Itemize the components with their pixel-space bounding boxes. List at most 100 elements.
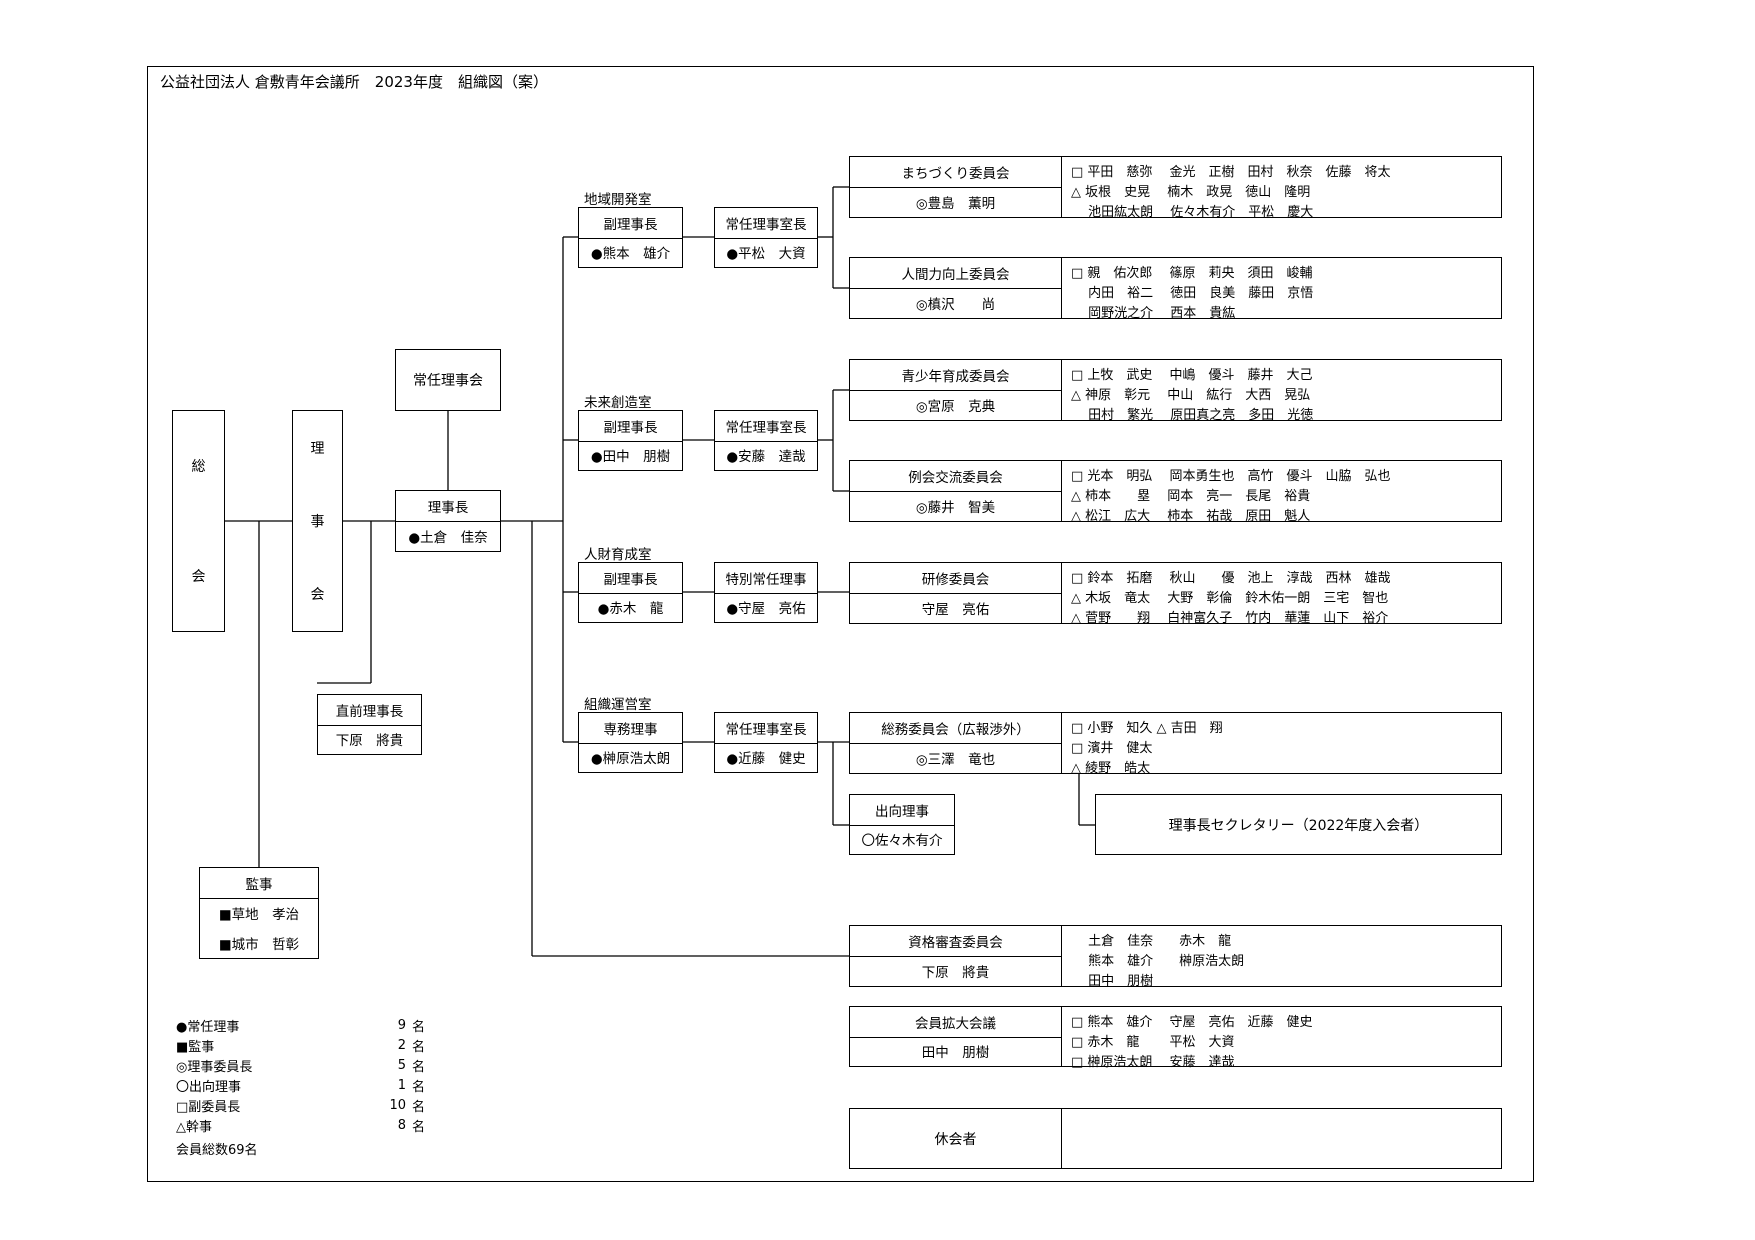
committee-kakudai: 会員拡大会議 田中 朋樹 □ 熊本 雄介 守屋 亮佑 近藤 健史 □ 赤木 龍 … — [849, 1006, 1502, 1070]
soukai-box: 総 会 — [172, 410, 225, 632]
legend-row: ■監事 2 名 — [176, 1035, 425, 1055]
committee-members: □ 小野 知久 △ 吉田 翔 □ 濱井 健太 △ 綾野 皓太 — [1071, 716, 1497, 776]
page-frame — [147, 66, 1534, 1182]
legend-unit: 名 — [412, 1039, 426, 1055]
vice-president-box: 副理事長 ●熊本 雄介 — [578, 207, 683, 268]
vp-role: 副理事長 — [579, 208, 682, 239]
legend-label: ◎理事委員長 — [176, 1059, 253, 1075]
joninrijikai-box: 常任理事会 — [395, 349, 501, 411]
committee-chair: 守屋 亮佑 — [921, 602, 990, 618]
committee-members: □ 鈴本 拓磨 秋山 優 池上 淳哉 西林 雄哉 △ 木坂 竜太 大野 彰倫 鈴… — [1071, 566, 1497, 626]
member-row: □ 榊原浩太朗 安藤 達哉 — [1071, 1054, 1235, 1070]
manager-name: ●守屋 亮佑 — [726, 601, 806, 618]
member-row: 田村 繁光 原田真之亮 多田 光徳 — [1071, 407, 1314, 423]
legend-count: 8 — [397, 1117, 406, 1133]
joninrijikai-label: 常任理事会 — [413, 373, 483, 389]
legend-label: ■監事 — [176, 1039, 215, 1055]
legend: ●常任理事 9 名 ■監事 2 名 ◎理事委員長 5 名 〇出向理事 1 名 □… — [176, 1015, 425, 1158]
manager-role: 特別常任理事 — [715, 563, 817, 594]
legend-label: □副委員長 — [176, 1099, 241, 1115]
soukai-char: 会 — [191, 569, 206, 585]
shukko-box: 出向理事 〇佐々木有介 — [849, 794, 955, 855]
member-row: △ 菅野 翔 白神富久子 竹内 華蓮 山下 裕介 — [1071, 610, 1389, 626]
shukko-name: 〇佐々木有介 — [861, 833, 943, 850]
committee-chair: 田中 朋樹 — [921, 1045, 990, 1062]
member-row: 岡野洸之介 西本 貴紘 — [1071, 305, 1236, 321]
rijicho-name: ●土倉 佳奈 — [408, 530, 488, 546]
member-row: 土倉 佳奈 赤木 龍 — [1071, 933, 1232, 949]
senmu-box: 専務理事 ●榊原浩太朗 — [578, 712, 683, 773]
rijikai-box: 理 事 会 — [292, 410, 343, 632]
manager-name: ●平松 大資 — [726, 246, 806, 263]
legend-count: 10 — [389, 1097, 406, 1113]
committee-chair: ◎藤井 智美 — [915, 500, 996, 516]
vice-president-box: 副理事長 ●田中 朋樹 — [578, 410, 683, 471]
member-row: 田中 朋樹 — [1071, 973, 1154, 989]
legend-count: 1 — [397, 1077, 406, 1093]
rijikai-char: 事 — [310, 513, 325, 530]
room-manager-box: 常任理事室長 ●平松 大資 — [714, 207, 818, 268]
vp-role: 専務理事 — [579, 713, 682, 744]
legend-count: 2 — [397, 1037, 406, 1053]
rijikai-char: 会 — [310, 587, 325, 604]
member-row: □ 上牧 武史 中嶋 優斗 藤井 大己 — [1071, 367, 1313, 383]
committee-name: まちづくり委員会 — [850, 157, 1061, 188]
secretary-label: 理事長セクレタリー（2022年度入会者） — [1168, 817, 1429, 834]
vp-role: 副理事長 — [579, 563, 682, 594]
committee-ningenryoku: 人間力向上委員会 ◎槙沢 尚 □ 親 佑次郎 篠原 莉央 須田 峻輔 内田 裕二… — [849, 257, 1502, 321]
committee-chair: 下原 將貴 — [921, 965, 990, 981]
member-row: □ 熊本 雄介 守屋 亮佑 近藤 健史 — [1071, 1014, 1313, 1030]
legend-row: □副委員長 10 名 — [176, 1095, 425, 1115]
chokuzen-name: 下原 將貴 — [335, 733, 404, 750]
room-manager-box: 常任理事室長 ●近藤 健史 — [714, 712, 818, 773]
committee-chair: ◎宮原 克典 — [915, 399, 996, 415]
soukai-char: 総 — [191, 459, 206, 475]
committee-kenshu: 研修委員会 守屋 亮佑 □ 鈴本 拓磨 秋山 優 池上 淳哉 西林 雄哉 △ 木… — [849, 562, 1502, 626]
legend-unit: 名 — [412, 1019, 426, 1035]
legend-unit: 名 — [412, 1079, 426, 1095]
legend-count: 9 — [397, 1017, 406, 1033]
member-row: 内田 裕二 徳田 良美 藤田 京悟 — [1071, 285, 1314, 301]
committee-seishonen: 青少年育成委員会 ◎宮原 克典 □ 上牧 武史 中嶋 優斗 藤井 大己 △ 神原… — [849, 359, 1502, 423]
rijikai-char: 理 — [310, 440, 325, 457]
committee-somu: 総務委員会（広報渉外） ◎三澤 竜也 □ 小野 知久 △ 吉田 翔 □ 濱井 健… — [849, 712, 1502, 776]
manager-role: 常任理事室長 — [715, 713, 817, 744]
member-row: △ 神原 彰元 中山 紘行 大西 晃弘 — [1071, 387, 1311, 403]
member-row: □ 鈴本 拓磨 秋山 優 池上 淳哉 西林 雄哉 — [1071, 570, 1391, 586]
member-row: △ 木坂 竜太 大野 彰倫 鈴木佑一朗 三宅 智也 — [1071, 590, 1389, 606]
manager-name: ●近藤 健史 — [726, 751, 806, 768]
kyukai-label: 休会者 — [934, 1131, 977, 1148]
page-title: 公益社団法人 倉敷青年会議所 2023年度 組織図（案） — [160, 73, 548, 91]
committee-name: 人間力向上委員会 — [850, 258, 1061, 289]
committee-members: □ 親 佑次郎 篠原 莉央 須田 峻輔 内田 裕二 徳田 良美 藤田 京悟 岡野… — [1071, 261, 1497, 321]
kansa-name: ■草地 孝治 — [218, 906, 300, 923]
shukko-role: 出向理事 — [850, 795, 954, 826]
manager-role: 常任理事室長 — [715, 208, 817, 239]
vp-name: ●熊本 雄介 — [590, 246, 671, 263]
committee-name: 資格審査委員会 — [850, 926, 1061, 957]
legend-count: 5 — [397, 1057, 406, 1073]
legend-unit: 名 — [412, 1119, 426, 1135]
chokuzen-box: 直前理事長 下原 將貴 — [317, 694, 422, 755]
room-label: 組織運営室 — [584, 697, 652, 713]
committee-shikaku: 資格審査委員会 下原 將貴 土倉 佳奈 赤木 龍 熊本 雄介 榊原浩太朗 田中 … — [849, 925, 1502, 989]
legend-unit: 名 — [412, 1099, 426, 1115]
committee-name: 例会交流委員会 — [850, 461, 1061, 492]
room-label: 地域開発室 — [584, 192, 652, 208]
member-row: △ 綾野 皓太 — [1071, 760, 1151, 776]
member-total: 会員総数69名 — [176, 1142, 258, 1158]
vice-president-box: 副理事長 ●赤木 龍 — [578, 562, 683, 623]
member-row: 池田紘太朗 佐々木有介 平松 慶大 — [1071, 204, 1314, 220]
committee-members: □ 上牧 武史 中嶋 優斗 藤井 大己 △ 神原 彰元 中山 紘行 大西 晃弘 … — [1071, 363, 1497, 423]
room-label: 未来創造室 — [584, 395, 652, 411]
committee-members: □ 平田 慈弥 金光 正樹 田村 秋奈 佐藤 将太 △ 坂根 史晃 楠木 政晃 … — [1071, 160, 1497, 220]
kyukai-box: 休会者 — [849, 1108, 1502, 1169]
chokuzen-role: 直前理事長 — [318, 695, 421, 726]
vp-name: ●榊原浩太朗 — [590, 751, 671, 768]
legend-row: 〇出向理事 1 名 — [176, 1075, 425, 1095]
member-row: △ 坂根 史晃 楠木 政晃 徳山 隆明 — [1071, 184, 1311, 200]
member-row: □ 親 佑次郎 篠原 莉央 須田 峻輔 — [1071, 265, 1313, 281]
committee-name: 青少年育成委員会 — [850, 360, 1061, 391]
committee-name: 総務委員会（広報渉外） — [850, 713, 1061, 744]
